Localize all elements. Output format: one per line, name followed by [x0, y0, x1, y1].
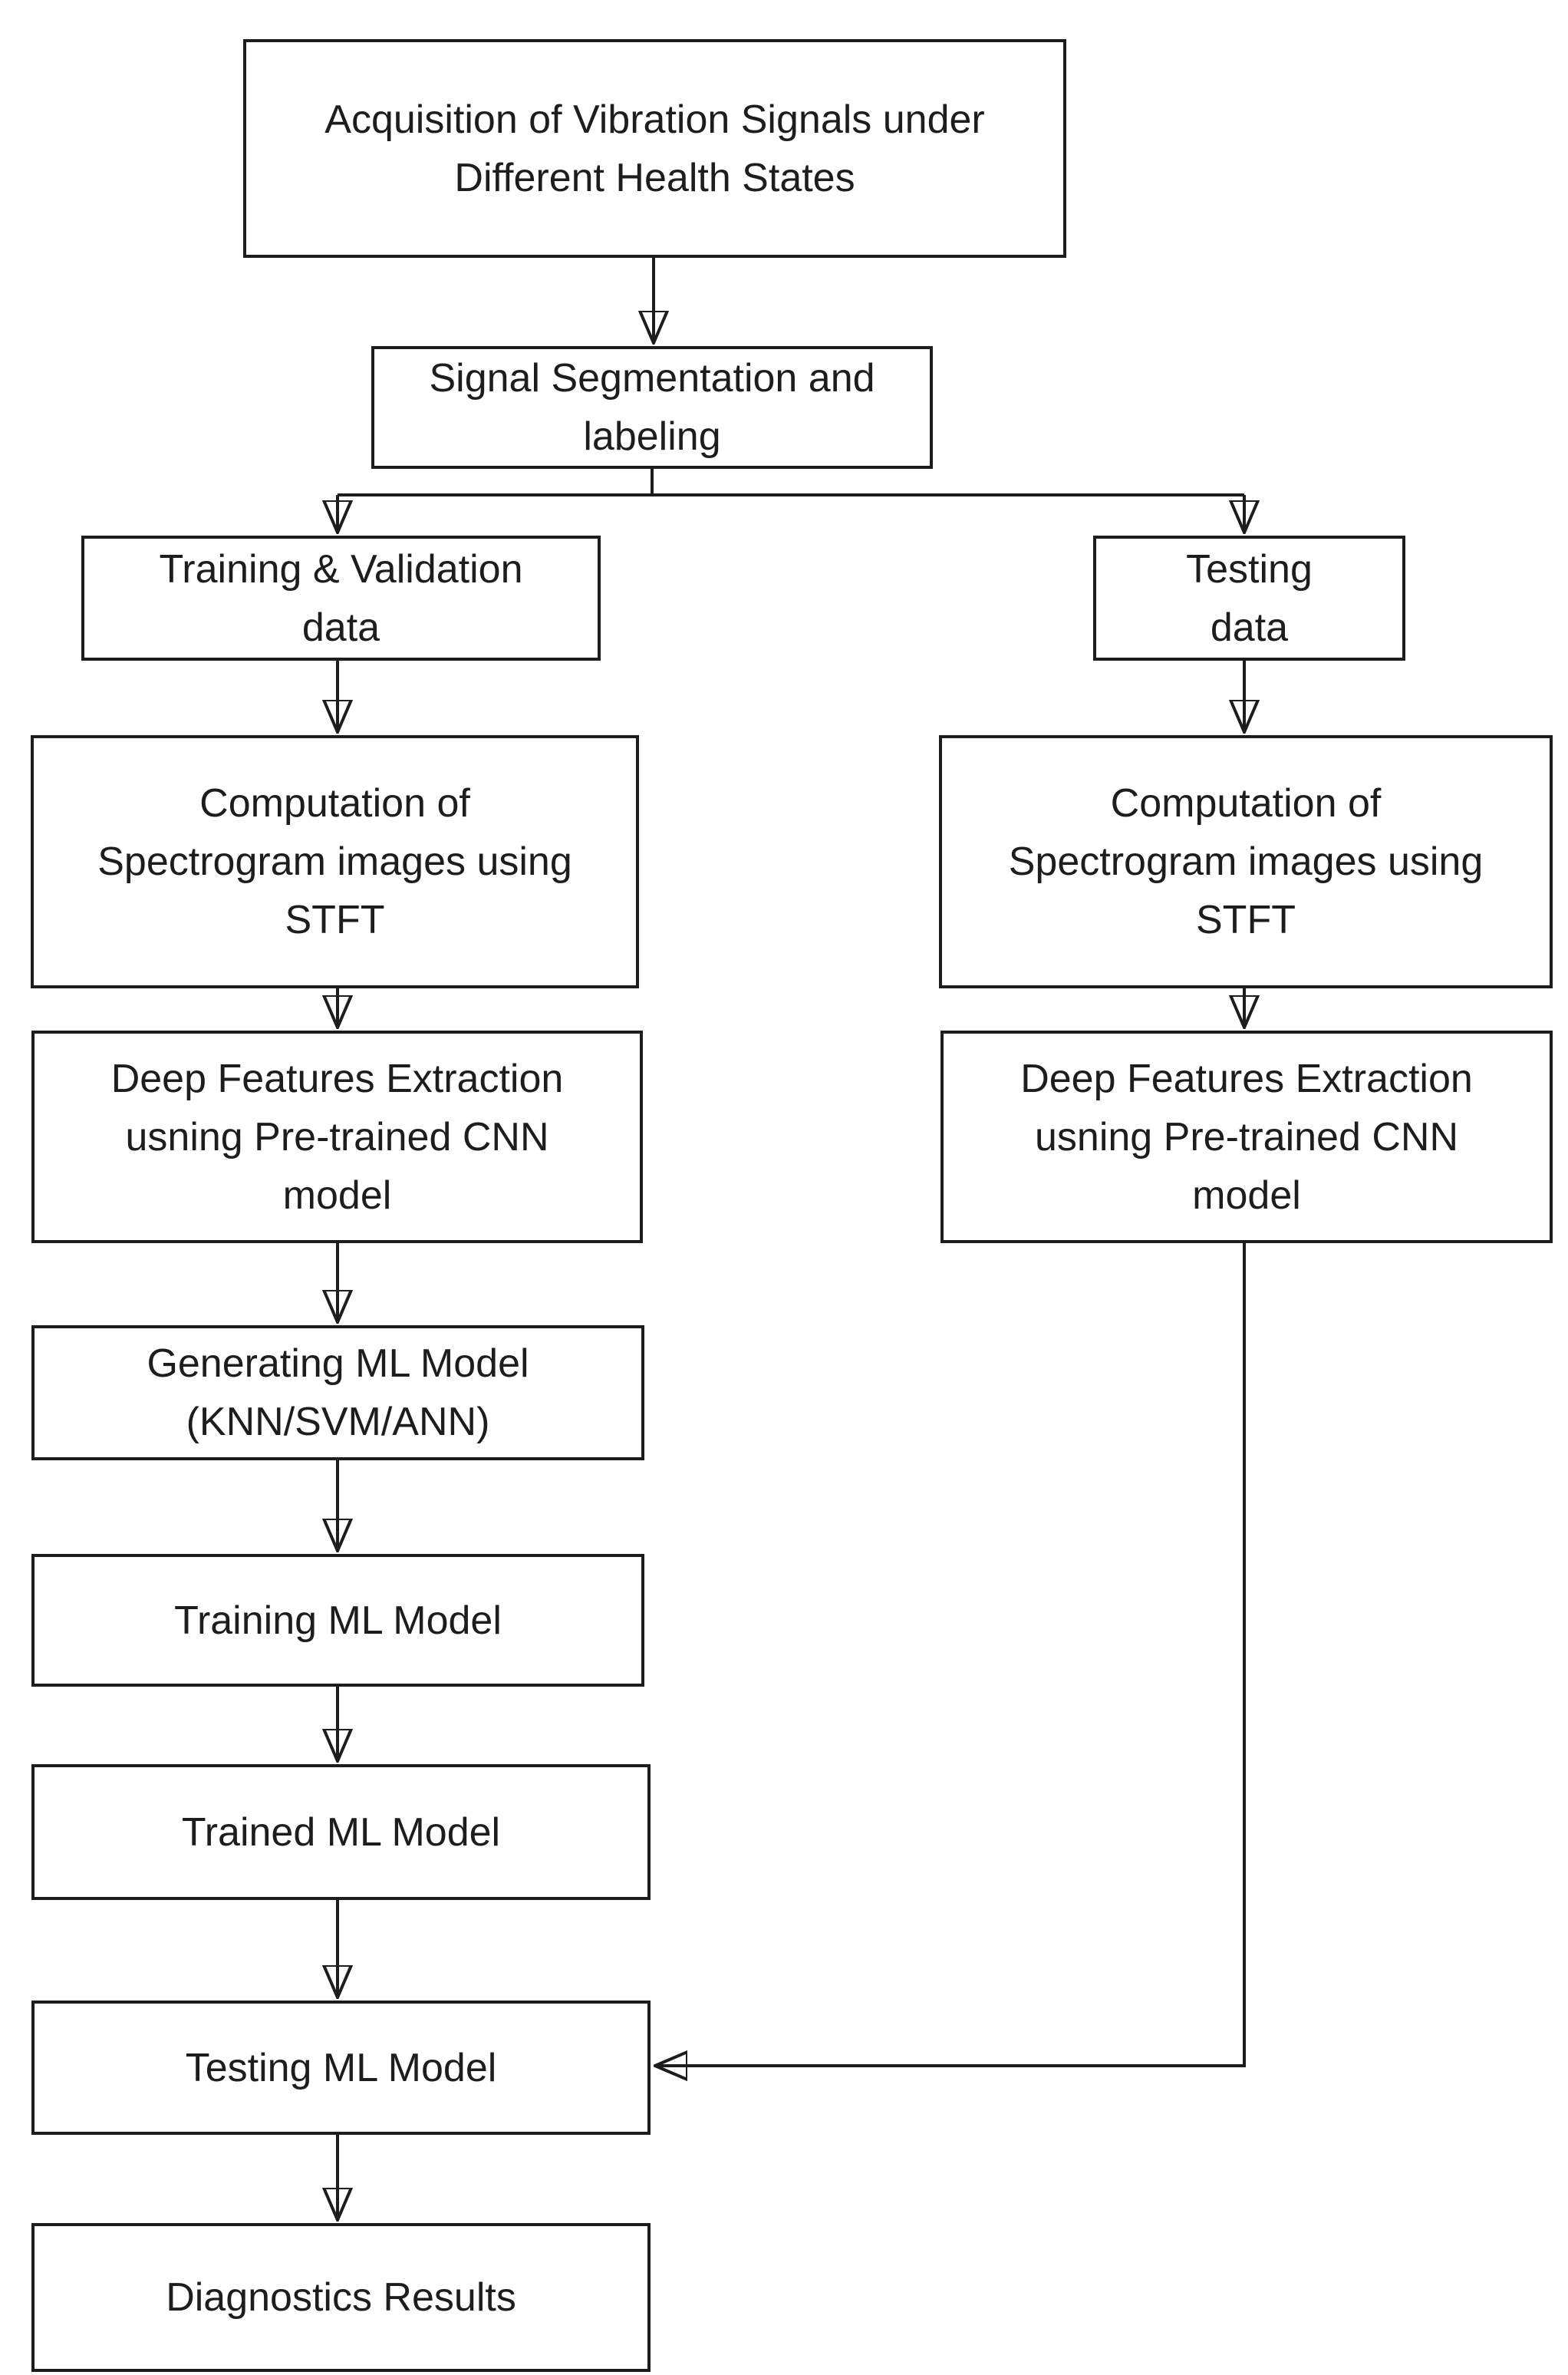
node-label-line: usning Pre-trained CNN — [125, 1114, 549, 1159]
node-label-line: Testing — [1186, 546, 1313, 592]
node-label-line: data — [1210, 605, 1289, 650]
node-label-line: Deep Features Extraction — [1020, 1056, 1473, 1101]
node-computation-stft-training: Computation of Spectrogram images using … — [31, 735, 639, 988]
node-label-line: usning Pre-trained CNN — [1034, 1114, 1459, 1159]
node-training-ml-model: Training ML Model — [31, 1554, 644, 1687]
node-label-line: Acquisition of Vibration Signals under — [324, 97, 985, 142]
node-label-line: (KNN/SVM/ANN) — [186, 1400, 490, 1444]
node-testing-ml-model: Testing ML Model — [31, 2001, 651, 2135]
node-label-line: model — [282, 1173, 392, 1218]
node-signal-segmentation: Signal Segmentation and labeling — [371, 346, 933, 469]
node-generating-ml-model: Generating ML Model (KNN/SVM/ANN) — [31, 1325, 644, 1460]
node-training-validation-data: Training & Validation data — [81, 536, 601, 661]
node-trained-ml-model: Trained ML Model — [31, 1764, 651, 1900]
node-deep-features-training: Deep Features Extraction usning Pre-trai… — [31, 1031, 643, 1243]
node-label-line: Testing ML Model — [185, 2045, 497, 2090]
node-testing-data: Testing data — [1093, 536, 1405, 661]
node-label-line: Signal Segmentation and — [429, 356, 875, 401]
node-label-line: Different Health States — [454, 155, 855, 200]
node-label-line: Spectrogram images using — [1008, 839, 1484, 884]
edge-deep-right-to-testing-ml — [655, 1243, 1246, 2066]
node-label-line: Trained ML Model — [181, 1809, 501, 1855]
node-label-line: labeling — [583, 414, 721, 459]
node-label-line: Deep Features Extraction — [110, 1056, 564, 1101]
node-label-line: Computation of — [1110, 781, 1382, 826]
node-diagnostics-results: Diagnostics Results — [31, 2223, 651, 2372]
node-label-line: STFT — [285, 898, 385, 942]
node-label-line: model — [1192, 1173, 1301, 1218]
node-label-line: Spectrogram images using — [97, 839, 572, 884]
node-computation-stft-testing: Computation of Spectrogram images using … — [939, 735, 1553, 988]
node-label-line: Computation of — [199, 781, 470, 826]
node-label-line: Generating ML Model — [147, 1341, 529, 1386]
node-acquisition: Acquisition of Vibration Signals under D… — [243, 39, 1066, 258]
node-label-line: Training & Validation — [159, 546, 523, 592]
node-label-line: Training ML Model — [174, 1598, 502, 1643]
node-label-line: Diagnostics Results — [166, 2275, 516, 2320]
node-label-line: STFT — [1196, 898, 1296, 942]
node-deep-features-testing: Deep Features Extraction usning Pre-trai… — [940, 1031, 1553, 1243]
node-label-line: data — [301, 605, 380, 650]
